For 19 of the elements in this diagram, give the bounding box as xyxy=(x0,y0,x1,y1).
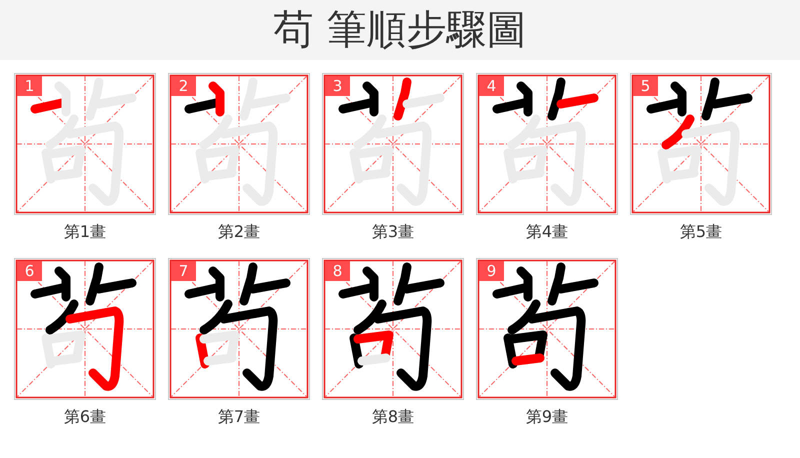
step-caption: 第9畫 xyxy=(526,407,568,427)
step-badge: 8 xyxy=(325,261,350,281)
step-caption: 第4畫 xyxy=(526,222,568,242)
step-badge: 9 xyxy=(479,261,504,281)
step-badge: 6 xyxy=(17,261,42,281)
step-badge: 1 xyxy=(17,76,42,96)
step-badge: 3 xyxy=(325,76,350,96)
step-badge: 4 xyxy=(479,76,504,96)
step-badge: 2 xyxy=(171,76,196,96)
step-badge: 7 xyxy=(171,261,196,281)
step-caption: 第6畫 xyxy=(64,407,106,427)
step-caption: 第3畫 xyxy=(372,222,414,242)
step-badge: 5 xyxy=(633,76,658,96)
step-caption: 第5畫 xyxy=(680,222,722,242)
step-caption: 第7畫 xyxy=(218,407,260,427)
step-caption: 第1畫 xyxy=(64,222,106,242)
page-title: 苟 筆順步驟圖 xyxy=(274,7,526,53)
step-caption: 第8畫 xyxy=(372,407,414,427)
step-caption: 第2畫 xyxy=(218,222,260,242)
